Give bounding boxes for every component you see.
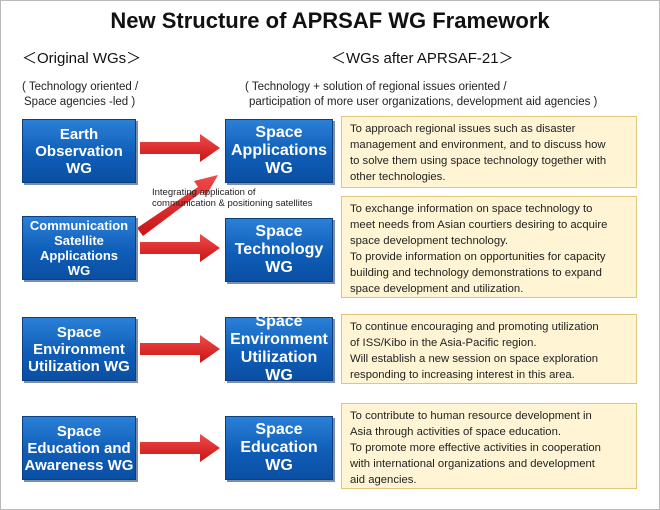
wg-label-line: Observation	[35, 142, 123, 160]
original-wg-communication-satellite-applications: Communication Satellite Applications WG	[22, 216, 136, 280]
note-line: communication & positioning satellites	[152, 198, 313, 209]
wg-label-line: Communication	[29, 218, 129, 233]
description-space-education: To contribute to human resource developm…	[341, 403, 637, 489]
description-line: management and environment, and to discu…	[350, 139, 606, 151]
original-wgs-subtitle: ( Technology oriented / Space agencies -…	[22, 80, 138, 110]
arrow-environment-to-environment	[140, 335, 220, 363]
description-space-technology: To exchange information on space technol…	[341, 196, 637, 298]
original-wg-space-environment-utilization: Space Environment Utilization WG	[22, 317, 136, 381]
original-wg-earth-observation: Earth Observation WG	[22, 119, 136, 183]
description-line: space development and utilization.	[350, 283, 524, 295]
description-line: Asia through activities of space educati…	[350, 426, 562, 438]
description-line: responding to increasing interest in thi…	[350, 369, 575, 381]
description-line: Will establish a new session on space ex…	[350, 353, 599, 365]
diagram-title: New Structure of APRSAF WG Framework	[110, 8, 550, 33]
arrow-communication-to-applications	[137, 175, 218, 236]
wg-label-line: WG	[66, 159, 92, 177]
description-line: other technologies.	[350, 171, 446, 183]
description-line: building and technology demonstrations t…	[350, 267, 602, 279]
arrow-earth-to-applications	[140, 134, 220, 162]
wg-label-line: Space	[56, 323, 102, 341]
original-wgs-header: ＜Original WGs＞	[22, 50, 142, 67]
new-wg-space-applications: Space Applications WG	[225, 119, 333, 183]
wg-label-line: Space	[255, 421, 303, 438]
wg-label-line: Applications	[230, 142, 327, 159]
wg-label-line: WG	[67, 263, 91, 278]
original-sub-line: Space agencies -led )	[24, 96, 136, 108]
description-line: To promote more effective activities in …	[350, 442, 601, 454]
wg-label-line: WG	[265, 457, 293, 474]
wg-label-line: Awareness WG	[24, 456, 134, 474]
wg-label-line: Space	[56, 422, 102, 440]
description-space-environment-utilization: To continue encouraging and promoting ut…	[341, 314, 637, 384]
wg-label-line: Utilization WG	[240, 349, 318, 384]
wg-label-line: Space	[255, 223, 303, 240]
new-wg-space-environment-utilization: Space Environment Utilization WG	[225, 313, 333, 384]
wg-label-line: WG	[265, 259, 293, 276]
wg-label-line: Education	[240, 439, 318, 456]
after-wgs-subtitle: ( Technology + solution of regional issu…	[245, 80, 597, 110]
arrow-communication-to-technology	[140, 234, 220, 262]
wg-label-line: Space	[255, 124, 303, 141]
wg-label-line: Earth	[59, 125, 99, 143]
description-line: aid agencies.	[350, 474, 417, 486]
wg-label-line: WG	[265, 160, 293, 177]
description-line: to solve them using space technology tog…	[350, 155, 607, 167]
wg-label-line: Satellite	[54, 233, 104, 248]
wg-label-line: Education and	[27, 439, 131, 457]
wg-label-line: Environment	[230, 331, 328, 348]
after-sub-line: ( Technology + solution of regional issu…	[245, 81, 507, 93]
description-line: meet needs from Asian courtiers desiring…	[350, 219, 608, 231]
wg-label-line: Environment	[33, 340, 125, 358]
original-sub-line: ( Technology oriented /	[22, 81, 139, 93]
description-line: To provide information on opportunities …	[350, 251, 606, 263]
wg-label-line: Space	[255, 313, 303, 330]
new-wg-space-technology: Space Technology WG	[225, 218, 333, 282]
arrow-education-to-education	[140, 434, 220, 462]
description-line: with international organizations and dev…	[350, 458, 595, 470]
description-line: To exchange information on space technol…	[350, 203, 593, 215]
after-wgs-header: ＜WGs after APRSAF-21＞	[331, 50, 514, 67]
description-line: To continue encouraging and promoting ut…	[350, 321, 599, 333]
note-line: Integrating application of	[152, 187, 256, 198]
wg-label-line: Applications	[39, 248, 118, 263]
original-wg-space-education-and-awareness: Space Education and Awareness WG	[22, 416, 136, 480]
description-line: To contribute to human resource developm…	[350, 410, 592, 422]
wg-label-line: Technology	[234, 241, 324, 258]
after-sub-line: participation of more user organizations…	[249, 96, 598, 108]
description-space-applications: To approach regional issues such as disa…	[341, 116, 637, 188]
new-wg-space-education: Space Education WG	[225, 416, 333, 480]
description-line: space development technology.	[350, 235, 509, 247]
wg-label-line: Utilization WG	[28, 357, 130, 375]
integration-note: Integrating application of communication…	[152, 187, 313, 209]
description-line: of ISS/Kibo in the Asia-Pacific region.	[350, 337, 537, 349]
description-line: To approach regional issues such as disa…	[350, 123, 576, 135]
